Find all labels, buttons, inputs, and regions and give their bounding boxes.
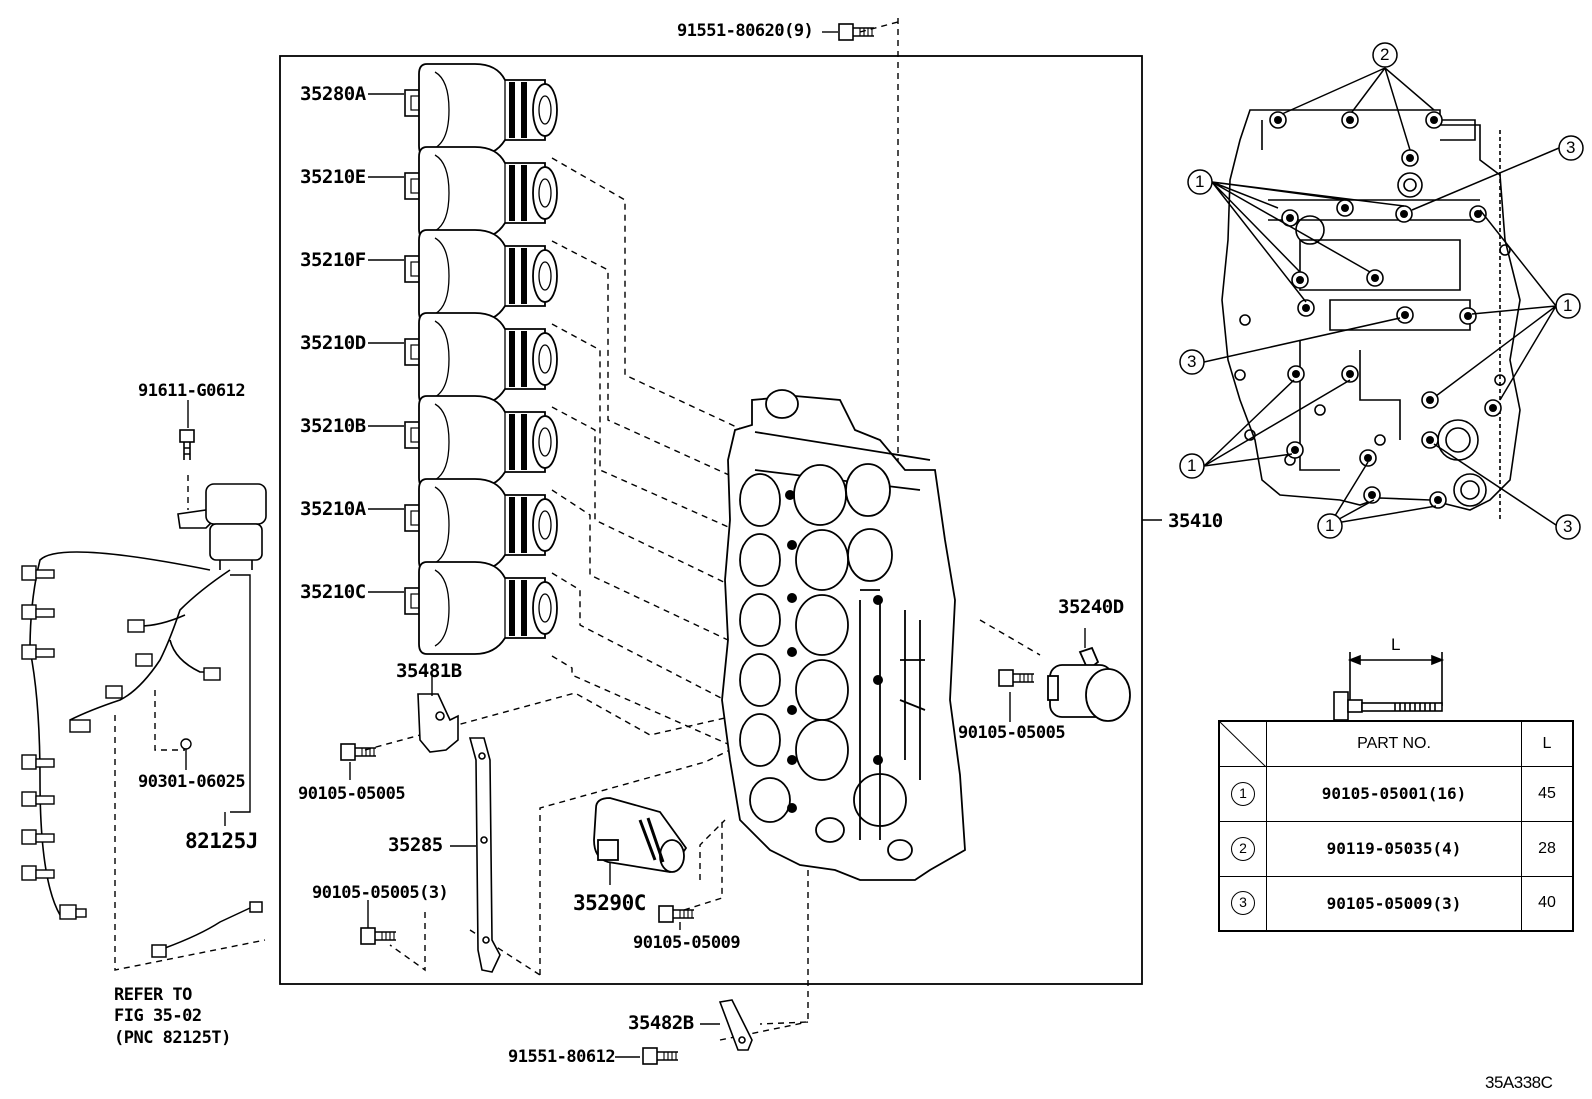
label-91551-80620: 91551-80620(9) <box>677 21 814 41</box>
solenoid-35210D <box>404 312 558 406</box>
bracket-35481B <box>417 693 459 753</box>
bolt-90105-05005-left <box>340 743 377 761</box>
bolt-90105-05005-3 <box>360 927 397 945</box>
label-35280A: 35280A <box>300 83 366 105</box>
bolt-91551-80620 <box>838 23 875 41</box>
plate-35482B <box>718 999 753 1051</box>
solenoid-35240D <box>1047 646 1131 722</box>
marker-3-right-top: 3 <box>1566 138 1575 157</box>
plate-35285 <box>468 737 501 973</box>
label-35210A: 35210A <box>300 498 366 520</box>
marker-2-top: 2 <box>1380 45 1389 64</box>
label-35482B: 35482B <box>628 1012 694 1034</box>
label-90105-05005-right: 90105-05005 <box>958 723 1066 743</box>
label-35240D: 35240D <box>1058 596 1124 618</box>
label-35210F: 35210F <box>300 249 366 271</box>
table-cell-part: 90119-05035(4) <box>1266 820 1522 877</box>
table-cell-length: 45 <box>1521 765 1574 822</box>
table-header-part-no: PART NO. <box>1266 720 1522 767</box>
table-row: 2 90119-05035(4) 28 <box>1218 820 1574 877</box>
solenoid-35210E <box>404 146 558 240</box>
solenoid-35210B <box>404 395 558 489</box>
table-cell-length: 40 <box>1521 875 1574 932</box>
label-90105-05005-3: 90105-05005(3) <box>312 883 449 903</box>
label-35210E: 35210E <box>300 166 366 188</box>
marker-3-left: 3 <box>1187 352 1196 371</box>
refer-to-line-2: FIG 35-02 <box>114 1006 202 1026</box>
table-row: 3 90105-05009(3) 40 <box>1218 875 1574 932</box>
valve-body-35410 <box>721 389 966 881</box>
label-90105-05005-left: 90105-05005 <box>298 784 406 804</box>
refer-to-line-3: (PNC 82125T) <box>114 1028 231 1048</box>
bolt-90105-05005-right <box>998 669 1035 687</box>
label-35410: 35410 <box>1168 510 1223 532</box>
solenoid-35210A <box>404 478 558 572</box>
table-row: 1 90105-05001(16) 45 <box>1218 765 1574 822</box>
label-35285: 35285 <box>388 834 443 856</box>
label-82125J: 82125J <box>185 829 258 853</box>
label-35481B: 35481B <box>396 660 462 682</box>
label-35210B: 35210B <box>300 415 366 437</box>
bolt-91611-G0612 <box>179 429 195 460</box>
table-corner-cell <box>1218 720 1267 767</box>
wire-harness-82125J <box>29 483 267 916</box>
table-cell-part: 90105-05009(3) <box>1266 875 1522 932</box>
figure-code: 35A338C <box>1485 1073 1553 1092</box>
solenoid-35210F <box>404 229 558 323</box>
label-90301-06025: 90301-06025 <box>138 772 246 792</box>
label-91551-80612: 91551-80612 <box>508 1047 616 1067</box>
marker-1-bottom: 1 <box>1325 516 1334 535</box>
label-35210C: 35210C <box>300 581 366 603</box>
marker-circle: 2 <box>1231 836 1255 861</box>
marker-3-bottom: 3 <box>1563 517 1572 536</box>
marker-circle: 1 <box>1231 781 1255 806</box>
marker-1-left-top: 1 <box>1195 172 1204 191</box>
dimension-label: L <box>1391 635 1400 654</box>
marker-circle: 3 <box>1231 891 1255 916</box>
label-35290C: 35290C <box>573 891 646 915</box>
marker-1-right: 1 <box>1563 296 1572 315</box>
label-90105-05009: 90105-05009 <box>633 933 741 953</box>
bolt-91551-80612 <box>642 1047 679 1065</box>
valve-body-plate <box>1221 109 1521 520</box>
marker-1-left-bottom: 1 <box>1187 456 1196 475</box>
solenoid-35280A <box>404 63 558 157</box>
table-cell-part: 90105-05001(16) <box>1266 765 1522 822</box>
solenoid-35290C <box>593 797 688 873</box>
bolt-length-illustration <box>1333 652 1445 721</box>
solenoid-35210C <box>404 561 558 655</box>
label-35210D: 35210D <box>300 332 366 354</box>
refer-to-line-1: REFER TO <box>114 985 192 1005</box>
bolt-spec-table: PART NO. L 1 90105-05001(16) 45 2 90119-… <box>1218 720 1574 932</box>
label-91611-G0612: 91611-G0612 <box>138 381 246 401</box>
table-cell-length: 28 <box>1521 820 1574 877</box>
table-header-length: L <box>1521 720 1574 767</box>
